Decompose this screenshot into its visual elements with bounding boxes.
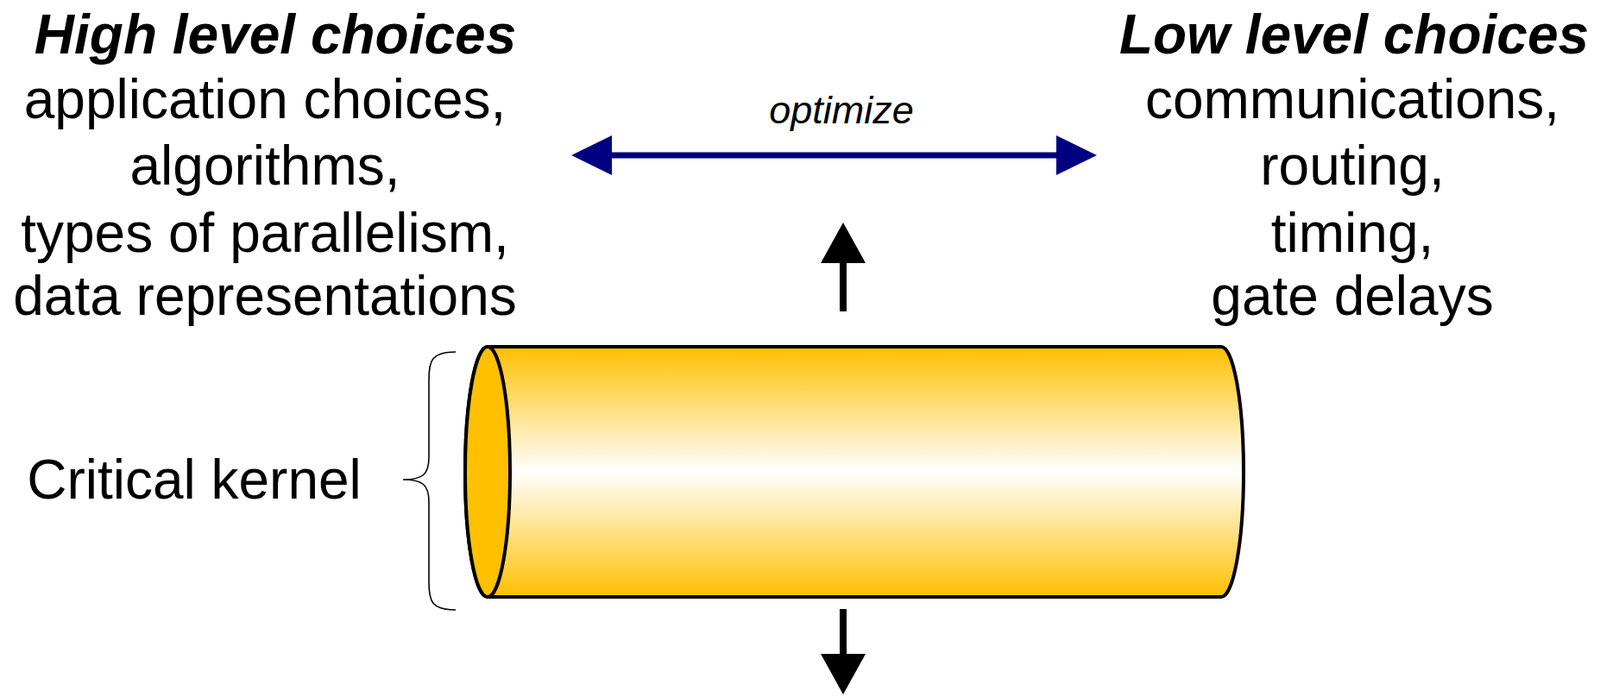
arrow-head [571, 135, 612, 176]
list-item: application choices, [24, 66, 507, 133]
up-arrow [820, 222, 866, 312]
arrow-label: optimize [768, 87, 914, 134]
group-heading: High level choices [34, 1, 517, 69]
optimize-arrow [571, 135, 1097, 176]
cylinder-body [465, 346, 1244, 598]
list-item: routing, [1259, 132, 1444, 200]
down-arrow [820, 609, 866, 695]
list-item: algorithms, [130, 132, 401, 200]
arrow-head [820, 654, 866, 695]
list-item: gate delays [1210, 263, 1493, 330]
curly-brace [403, 352, 456, 611]
arrow-head [1056, 135, 1097, 176]
brace-label: Critical kernel [26, 447, 362, 514]
list-item: timing, [1271, 200, 1435, 267]
list-item: data representations [12, 263, 517, 330]
list-item: communications, [1145, 66, 1560, 133]
list-item: types of parallelism, [20, 200, 510, 267]
arrow-shaft [604, 152, 1065, 159]
group-heading: Low level choices [1119, 1, 1589, 69]
arrow-shaft [839, 258, 847, 312]
arrow-head [820, 222, 866, 264]
kernel-cylinder [465, 346, 1244, 598]
arrow-shaft [839, 609, 847, 658]
cylinder-end [465, 346, 511, 598]
